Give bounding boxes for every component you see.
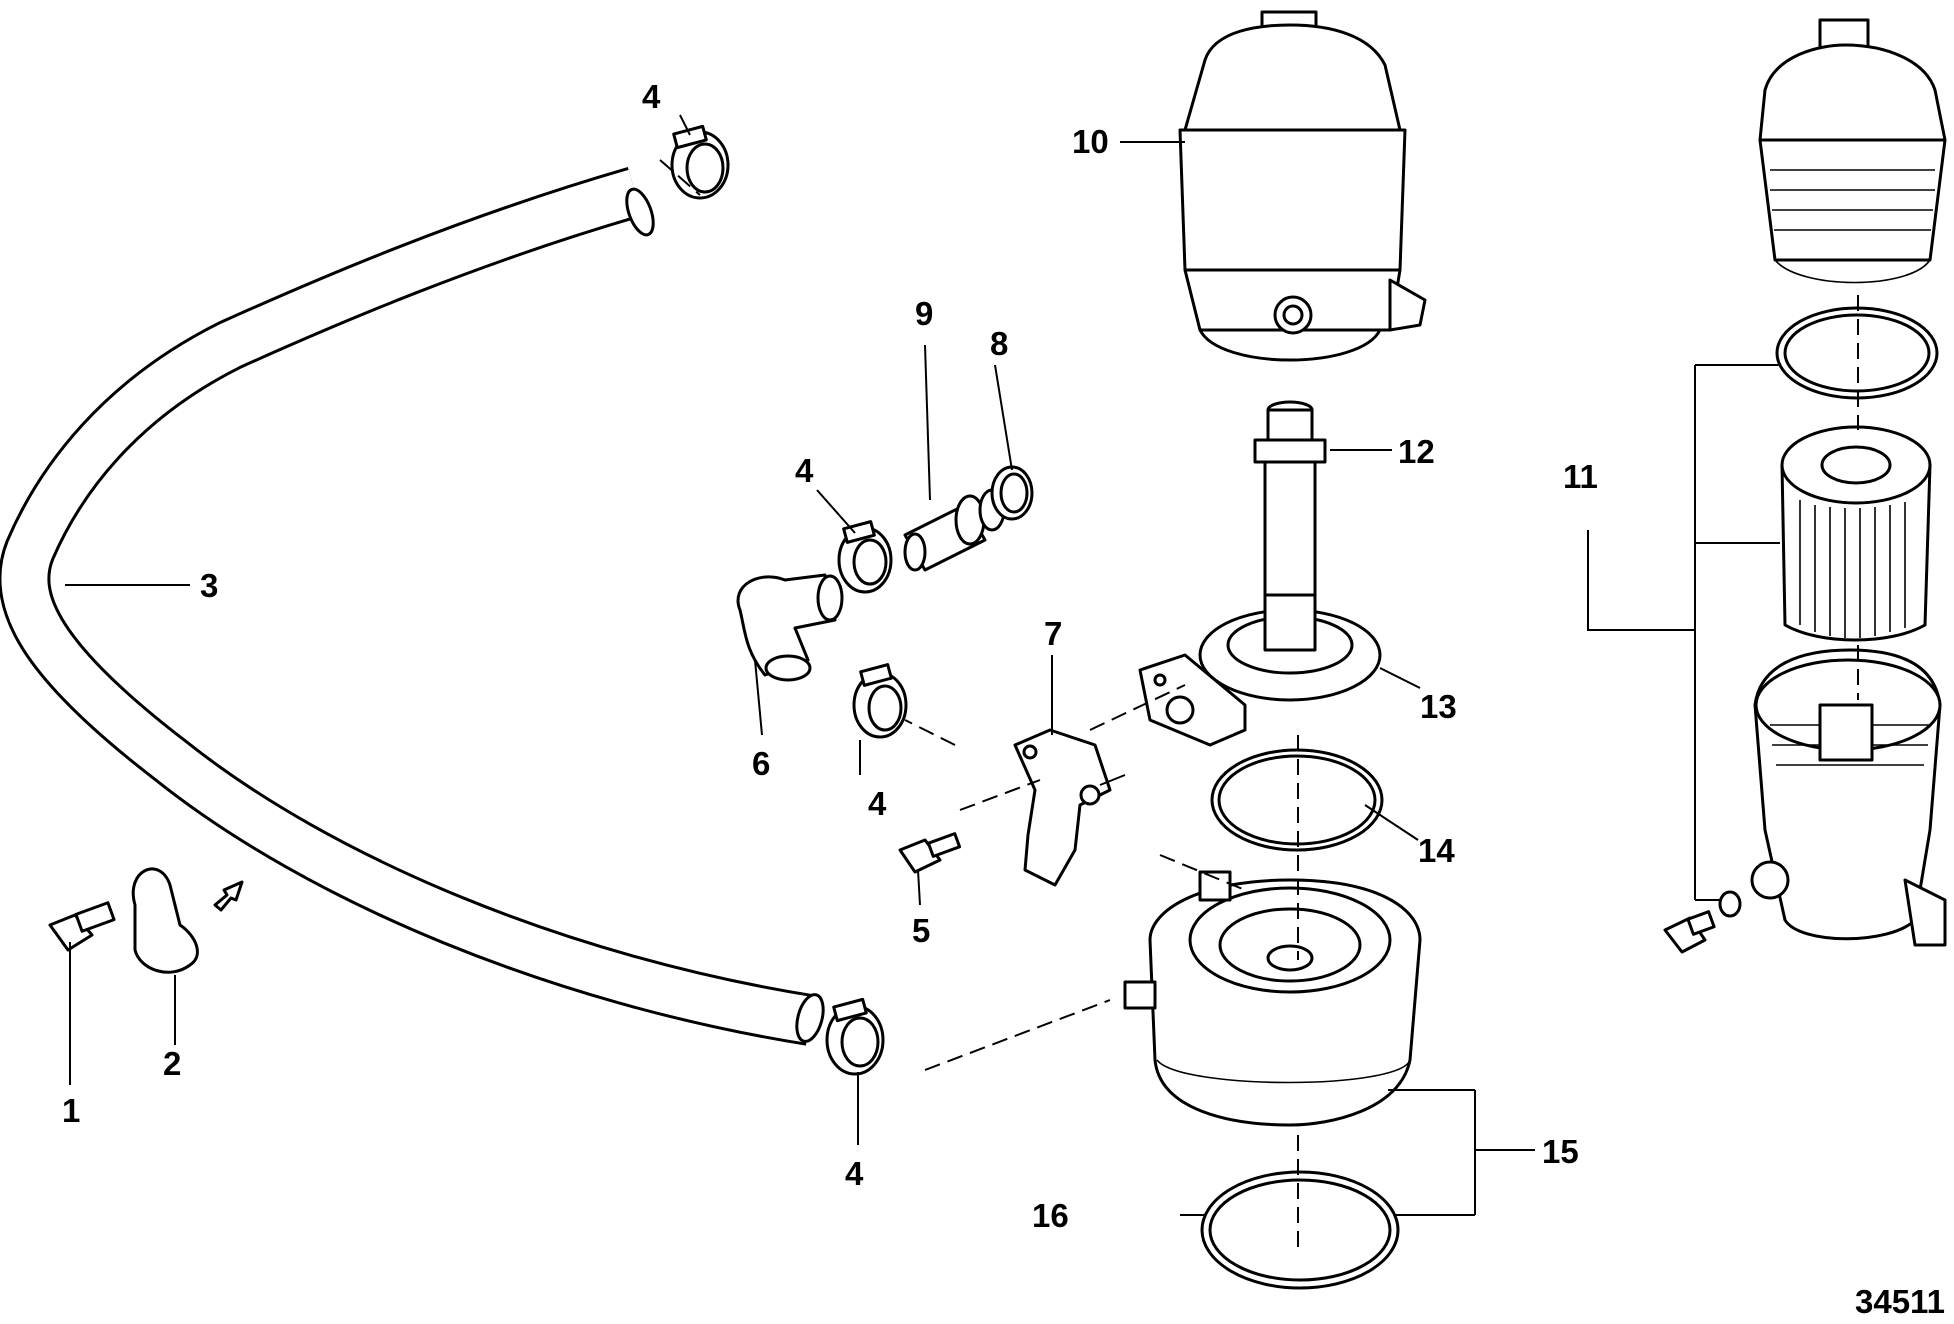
hose-clamp-middle-upper — [837, 520, 893, 594]
hose-clamp-bottom — [825, 997, 885, 1076]
callout-8: 8 — [990, 325, 1008, 362]
filter-base-part-13 — [1138, 593, 1382, 747]
filter-element-part-11 — [1780, 425, 1932, 642]
figure-number: 34511 — [1855, 1283, 1945, 1320]
callout-6: 6 — [752, 745, 770, 782]
leader-lines — [65, 114, 1780, 1216]
callout-4-bottom: 4 — [845, 1155, 864, 1192]
hose-clamp-top — [670, 124, 730, 200]
callout-4-middle-upper: 4 — [795, 452, 814, 489]
callout-9: 9 — [915, 295, 933, 332]
o-ring-part-8 — [990, 465, 1034, 521]
hose-part-3 — [0, 167, 825, 1046]
gasket-part-16 — [1200, 1170, 1400, 1290]
bracket-part-7 — [1013, 728, 1126, 887]
callout-10: 10 — [1072, 123, 1109, 160]
callout-16: 16 — [1032, 1197, 1069, 1234]
callout-1: 1 — [62, 1092, 80, 1129]
filter-cap-part-11 — [1758, 18, 1947, 284]
callout-13: 13 — [1420, 688, 1457, 725]
filter-cap-part-10 — [1178, 10, 1427, 362]
oil-cooler-part-15 — [1123, 870, 1422, 1127]
elbow-part-6 — [736, 573, 844, 682]
callout-12: 12 — [1398, 433, 1435, 470]
gasket-part-14 — [1210, 748, 1384, 852]
bolt-part-1 — [48, 901, 116, 952]
callout-2: 2 — [163, 1045, 181, 1082]
callout-4-middle-lower: 4 — [868, 785, 887, 822]
callout-15: 15 — [1542, 1133, 1579, 1170]
callout-14: 14 — [1418, 832, 1455, 869]
bolt-part-5 — [898, 832, 962, 874]
callout-11: 11 — [1563, 458, 1598, 495]
arrow-icon — [213, 880, 244, 912]
callout-7: 7 — [1044, 615, 1062, 652]
hose-fitting-part-9 — [903, 488, 1006, 572]
filter-housing-part-11 — [1750, 648, 1947, 947]
center-tube-part-12 — [1253, 400, 1327, 599]
callout-5: 5 — [912, 912, 930, 949]
callouts: 1 2 3 4 4 4 4 5 6 7 8 9 10 11 12 13 14 1… — [62, 78, 1945, 1320]
assembly-centerlines — [659, 159, 1859, 1250]
clip-part-2 — [131, 867, 244, 974]
callout-3: 3 — [200, 567, 218, 604]
drain-plug-part-11 — [1663, 890, 1742, 954]
hose-clamp-middle-lower — [852, 663, 908, 739]
callout-4-top: 4 — [642, 78, 661, 115]
